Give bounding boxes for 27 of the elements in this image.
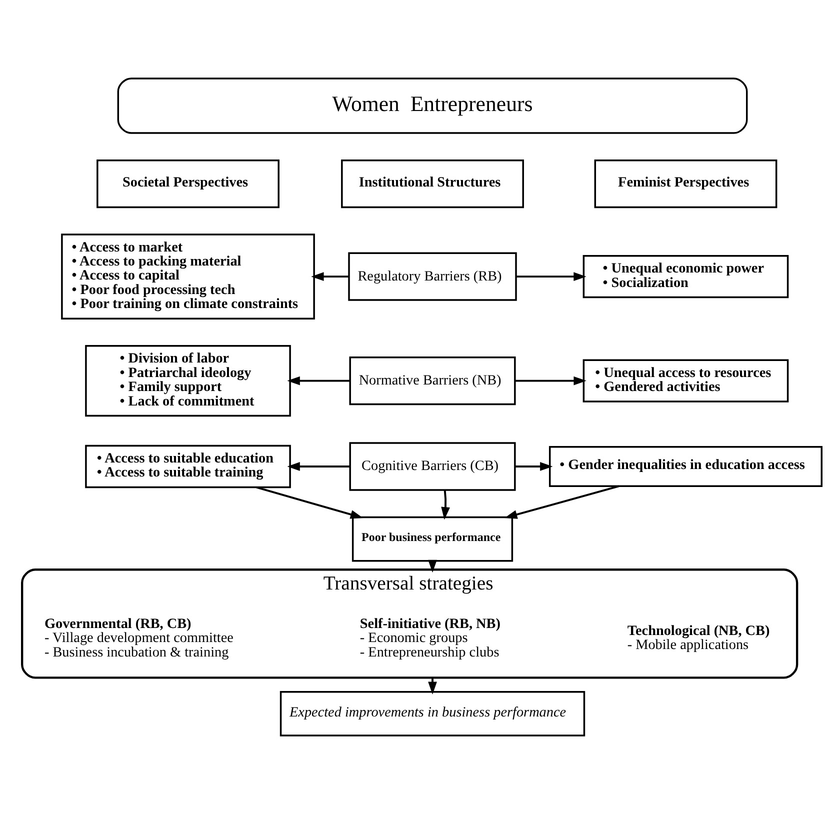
node-box: Expected improvements in business performance: [279, 691, 585, 736]
arrow: [514, 462, 552, 471]
node-text: Technological (NB, CB) - Mobile applications: [626, 623, 770, 654]
node-box: • Unequal access to resources • Gendered activities: [582, 359, 788, 402]
node-box: • Access to market • Access to packing material • Access to capital • Poor food processing tech • Poor training on climate constraints: [60, 234, 314, 320]
node-box: Societal Perspectives: [96, 159, 279, 208]
node-text: Governmental (RB, CB) - Village development committee - Business incubation & training: [44, 616, 233, 660]
arrow: [286, 462, 350, 471]
arrow: [514, 376, 586, 386]
node-box: • Access to suitable education • Access to suitable training: [84, 444, 290, 488]
node-box: Feminist Perspectives: [594, 159, 777, 208]
node-text: Self-initiative (RB, NB) - Economic groups - Entrepreneurship clubs: [359, 616, 500, 660]
arrow: [516, 272, 586, 281]
node-box: Normative Barriers (NB): [348, 356, 516, 406]
arrow: [440, 490, 450, 520]
arrow: [504, 485, 619, 519]
arrow: [286, 376, 350, 386]
node-box: Cognitive Barriers (CB): [348, 442, 516, 491]
node-box: • Unequal economic power • Socialization: [582, 254, 788, 298]
node-box: • Division of labor • Patriarchal ideology • Family support • Lack of commitment: [84, 345, 290, 417]
node-box: Institutional Structures: [340, 159, 524, 208]
node-box: Regulatory Barriers (RB): [348, 252, 516, 301]
arrow: [256, 486, 363, 519]
arrow: [428, 678, 436, 694]
node-box: • Gender inequalities in education access: [548, 446, 822, 487]
arrow: [310, 272, 348, 281]
node-box: Women Entrepreneurs: [116, 78, 748, 134]
